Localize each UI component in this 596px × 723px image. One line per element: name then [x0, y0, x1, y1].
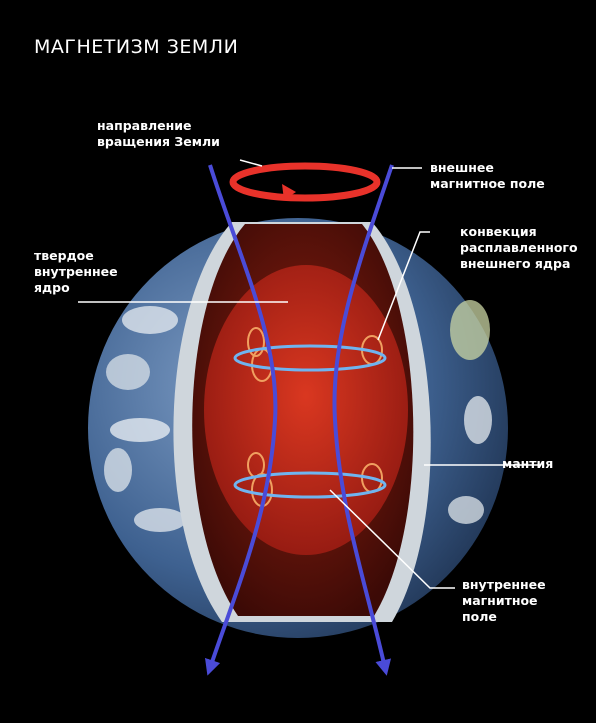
earth-globe [88, 218, 508, 638]
mantle-label: мантия [502, 456, 554, 471]
cloud-pattern [104, 232, 492, 532]
lower-current-ring [233, 471, 387, 499]
convection-label: конвекция расплавленного внешнего ядра [460, 224, 578, 271]
rotation-label: направление вращения Земли [97, 118, 220, 149]
leader-lines [78, 159, 540, 589]
field-line-right [332, 164, 394, 676]
inner-core-label: твердое внутреннее ядро [34, 248, 118, 295]
outer-field-label: внешнее магнитное поле [430, 160, 545, 191]
upper-current-ring [233, 344, 387, 372]
field-line-left [205, 164, 278, 676]
current-rings [233, 344, 387, 499]
magnetic-field-lines [205, 164, 394, 676]
inner-field-label: внутреннее магнитное поле [462, 577, 546, 624]
diagram-title: МАГНЕТИЗМ ЗЕМЛИ [34, 36, 239, 58]
rotation-arrow [229, 162, 381, 202]
inner-core [204, 265, 408, 555]
